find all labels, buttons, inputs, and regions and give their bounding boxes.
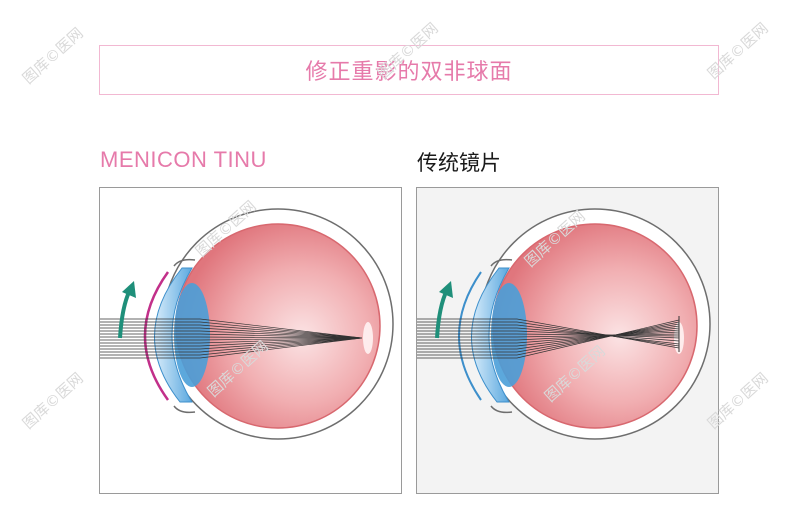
arrow-head	[439, 281, 453, 298]
light-rays	[100, 318, 363, 359]
crystalline-lens	[491, 283, 527, 387]
watermark: 图库©医网	[18, 24, 87, 88]
menicon-eye-panel: 图库©医网 图库©医网	[99, 187, 402, 494]
fovea	[363, 322, 373, 354]
right-panel-label: 传统镜片	[417, 151, 501, 175]
arrow-head	[122, 281, 136, 298]
menicon-eye-diagram	[100, 208, 394, 440]
page-title: 修正重影的双非球面	[305, 60, 513, 85]
contact-lens	[458, 271, 482, 401]
title-banner: 修正重影的双非球面	[99, 45, 719, 95]
cornea	[154, 267, 193, 403]
left-panel-label: MENICON TINU	[100, 147, 267, 172]
light-rays	[417, 318, 680, 359]
watermark: 图库©医网	[18, 369, 87, 433]
cornea	[471, 267, 510, 403]
traditional-eye-panel: 图库©医网 图库©医网	[416, 187, 719, 494]
traditional-eye-diagram	[417, 208, 711, 440]
contact-lens	[143, 271, 170, 401]
crystalline-lens	[174, 283, 210, 387]
